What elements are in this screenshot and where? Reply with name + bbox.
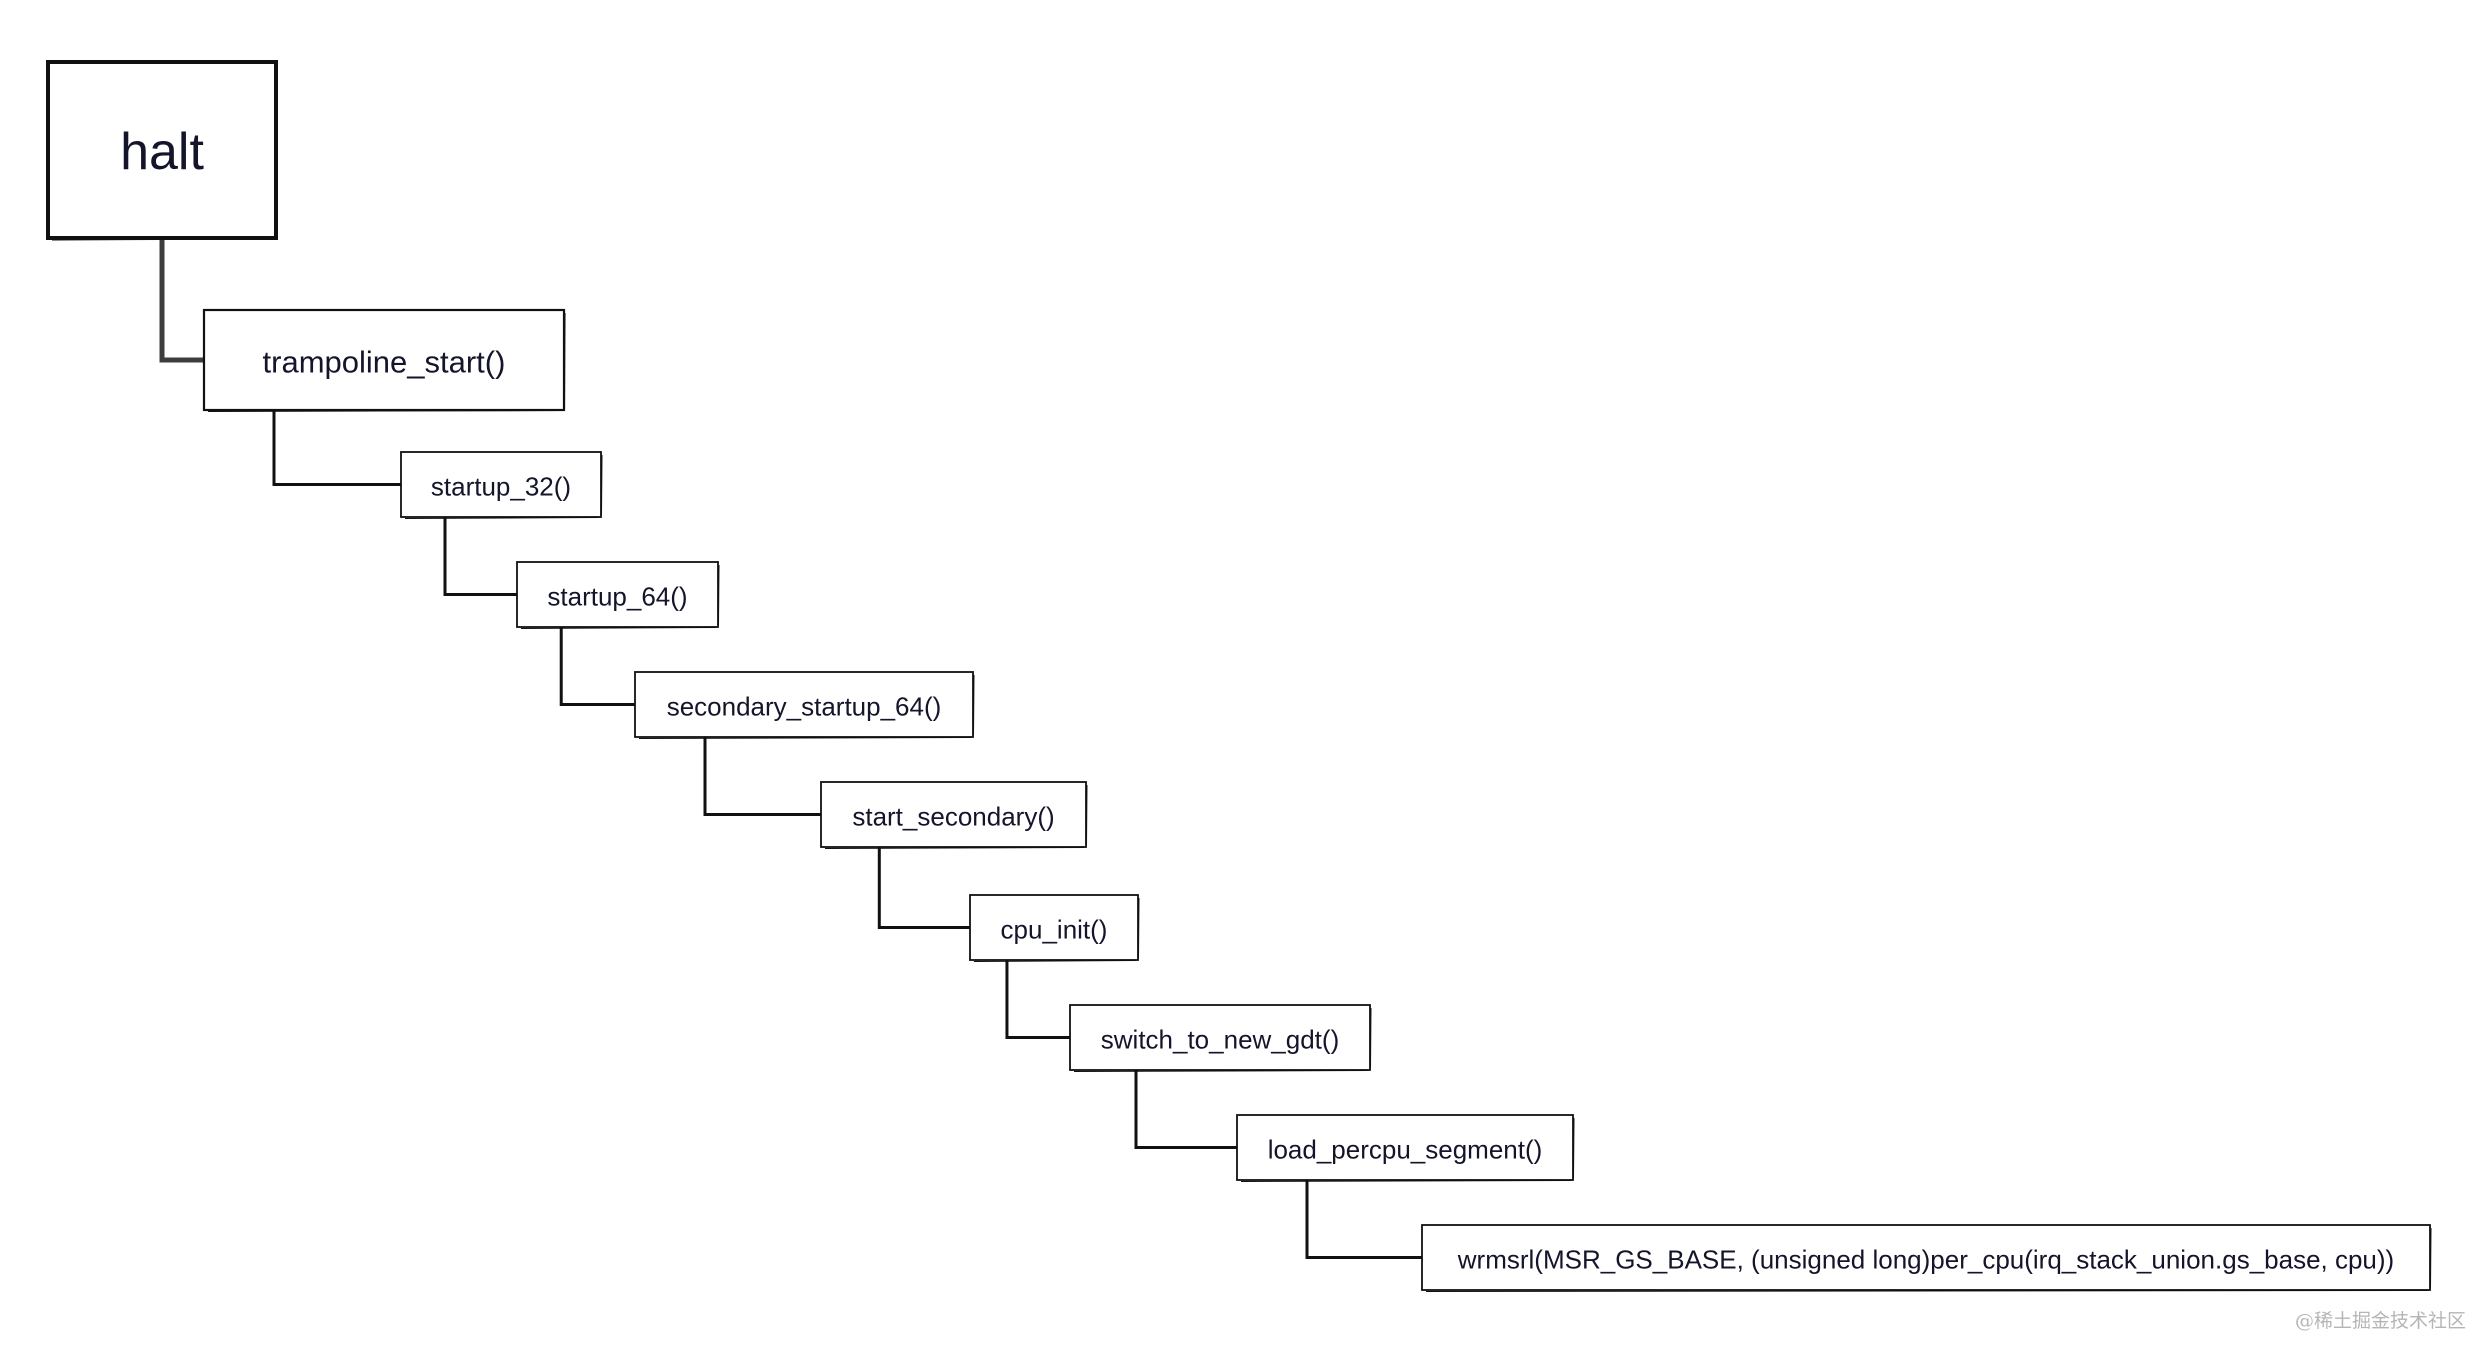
node-sketch-n1 [207, 312, 566, 413]
node-box-n8 [1236, 1114, 1574, 1181]
node-box-n4 [634, 671, 974, 738]
node-sketch-n0 [51, 64, 278, 241]
node-sketch-n8 [1240, 1117, 1575, 1182]
node-box-n7 [1069, 1004, 1371, 1071]
node-sketch-n7 [1073, 1007, 1372, 1072]
node-box-n2 [400, 451, 602, 518]
node-label-n2: startup_32() [431, 472, 571, 502]
node-sketch-n9 [1425, 1227, 2432, 1292]
node-box-n1 [202, 308, 566, 412]
node-sketch-n4 [638, 674, 975, 739]
connector-n1-n2 [272, 408, 415, 486]
connector-layer [159, 235, 1436, 1259]
node-box-n3 [516, 561, 719, 628]
node-label-n9: wrmsrl(MSR_GS_BASE, (unsigned long)per_c… [1457, 1245, 2394, 1275]
watermark-text: @稀土掘金技术社区 [2294, 1310, 2466, 1332]
connector-n6-n7 [1005, 958, 1084, 1039]
connector-n7-n8 [1134, 1068, 1251, 1149]
node-n9: wrmsrl(MSR_GS_BASE, (unsigned long)per_c… [1421, 1224, 2432, 1292]
node-sketch-n3 [520, 564, 720, 629]
node-n3: startup_64() [516, 561, 720, 629]
connector-n3-n4 [559, 625, 649, 706]
node-n7: switch_to_new_gdt() [1069, 1004, 1372, 1072]
connector-n2-n3 [443, 515, 531, 596]
node-label-n3: startup_64() [547, 582, 687, 612]
node-n4: secondary_startup_64() [634, 671, 975, 739]
node-label-n1: trampoline_start() [263, 345, 506, 380]
node-label-n0: halt [120, 123, 204, 181]
node-box-n6 [969, 894, 1139, 961]
node-n0: halt [46, 60, 278, 241]
node-n5: start_secondary() [820, 781, 1088, 849]
node-sketch-n6 [973, 897, 1140, 962]
node-box-n9 [1421, 1224, 2431, 1291]
node-n8: load_percpu_segment() [1236, 1114, 1575, 1182]
node-sketch-n2 [404, 454, 603, 519]
node-label-n4: secondary_startup_64() [667, 692, 942, 722]
connector-n5-n6 [877, 845, 984, 929]
node-label-n8: load_percpu_segment() [1268, 1135, 1543, 1165]
node-n6: cpu_init() [969, 894, 1140, 962]
node-n2: startup_32() [400, 451, 603, 519]
connector-n4-n5 [703, 735, 835, 816]
connector-n8-n9 [1305, 1178, 1436, 1259]
node-layer: halt trampoline_start() startup_32()startu… [46, 60, 2432, 1292]
connector-n0-n1 [159, 235, 219, 363]
node-label-n6: cpu_init() [1001, 915, 1108, 945]
node-label-n5: start_secondary() [852, 802, 1054, 832]
node-label-n7: switch_to_new_gdt() [1101, 1025, 1339, 1055]
node-n1: trampoline_start() [202, 308, 566, 413]
node-sketch-n5 [824, 784, 1088, 849]
node-box-n5 [820, 781, 1087, 848]
